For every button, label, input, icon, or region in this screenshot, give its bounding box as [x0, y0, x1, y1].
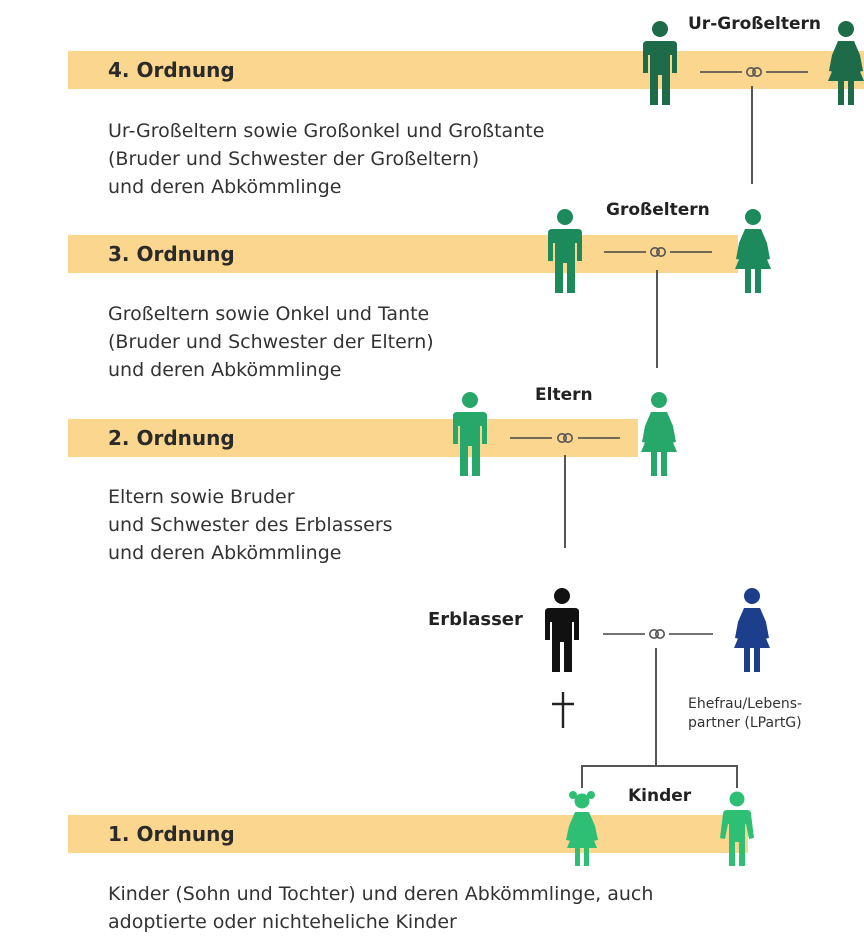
spouse-label-line: partner (LPartG): [688, 715, 802, 731]
male-figure-icon: [548, 209, 582, 293]
order-3-desc-line: Großeltern sowie Onkel und Tante: [108, 303, 430, 325]
order-4-desc-line: und deren Abkömmlinge: [108, 176, 342, 198]
order-2-description: Eltern sowie Bruder und Schwester des Er…: [108, 483, 393, 567]
children-bracket: [581, 765, 738, 788]
female-figure-icon: [641, 392, 677, 476]
wedding-rings-icon: [649, 247, 667, 258]
wedding-rings-icon: [556, 432, 574, 444]
order-2-label: 2. Ordnung: [108, 426, 235, 450]
order-3-desc-line: und deren Abkömmlinge: [108, 359, 342, 381]
wedding-rings-icon: [745, 67, 763, 77]
eltern-label: Eltern: [535, 385, 593, 405]
kinder-label: Kinder: [628, 786, 692, 806]
male-figure-icon: [453, 392, 487, 476]
order-1-desc-line: adoptierte oder nichteheliche Kinder: [108, 911, 457, 933]
order-4-label: 4. Ordnung: [108, 58, 235, 82]
boy-figure-icon: [720, 791, 754, 866]
order-2-desc-line: und Schwester des Erblassers: [108, 514, 393, 536]
female-figure-icon: [828, 21, 864, 105]
male-figure-icon: [643, 21, 677, 105]
male-figure-icon: [545, 588, 579, 672]
order-1-desc-line: Kinder (Sohn und Tochter) und deren Abkö…: [108, 883, 654, 905]
order-3-description: Großeltern sowie Onkel und Tante (Bruder…: [108, 300, 434, 384]
spouse-label-line: Ehefrau/Lebens-: [688, 696, 803, 712]
grosseltern-label: Großeltern: [606, 200, 710, 220]
order-3-desc-line: (Bruder und Schwester der Eltern): [108, 331, 434, 353]
band-order-4: [68, 51, 864, 89]
ur-grosseltern-label: Ur-Großeltern: [688, 14, 821, 34]
order-3-label: 3. Ordnung: [108, 242, 235, 266]
band-order-1: [68, 815, 748, 853]
wedding-rings-icon: [648, 628, 666, 640]
cross-icon: [552, 692, 574, 728]
female-figure-icon: [734, 588, 770, 672]
order-1-description: Kinder (Sohn und Tochter) und deren Abkö…: [108, 880, 653, 936]
band-order-3: [68, 235, 738, 273]
connector-lines: [564, 86, 753, 788]
female-figure-icon: [735, 209, 771, 293]
order-4-desc-line: Ur-Großeltern sowie Großonkel und Großta…: [108, 120, 545, 142]
girl-figure-icon: [566, 791, 598, 866]
order-4-desc-line: (Bruder und Schwester der Großeltern): [108, 148, 480, 170]
order-2-desc-line: und deren Abkömmlinge: [108, 542, 342, 564]
order-4-description: Ur-Großeltern sowie Großonkel und Großta…: [108, 117, 544, 201]
couple-lines: [510, 71, 808, 635]
spouse-label: Ehefrau/Lebens- partner (LPartG): [688, 695, 802, 733]
order-2-desc-line: Eltern sowie Bruder: [108, 486, 295, 508]
order-1-label: 1. Ordnung: [108, 822, 235, 846]
erblasser-label: Erblasser: [428, 609, 523, 630]
